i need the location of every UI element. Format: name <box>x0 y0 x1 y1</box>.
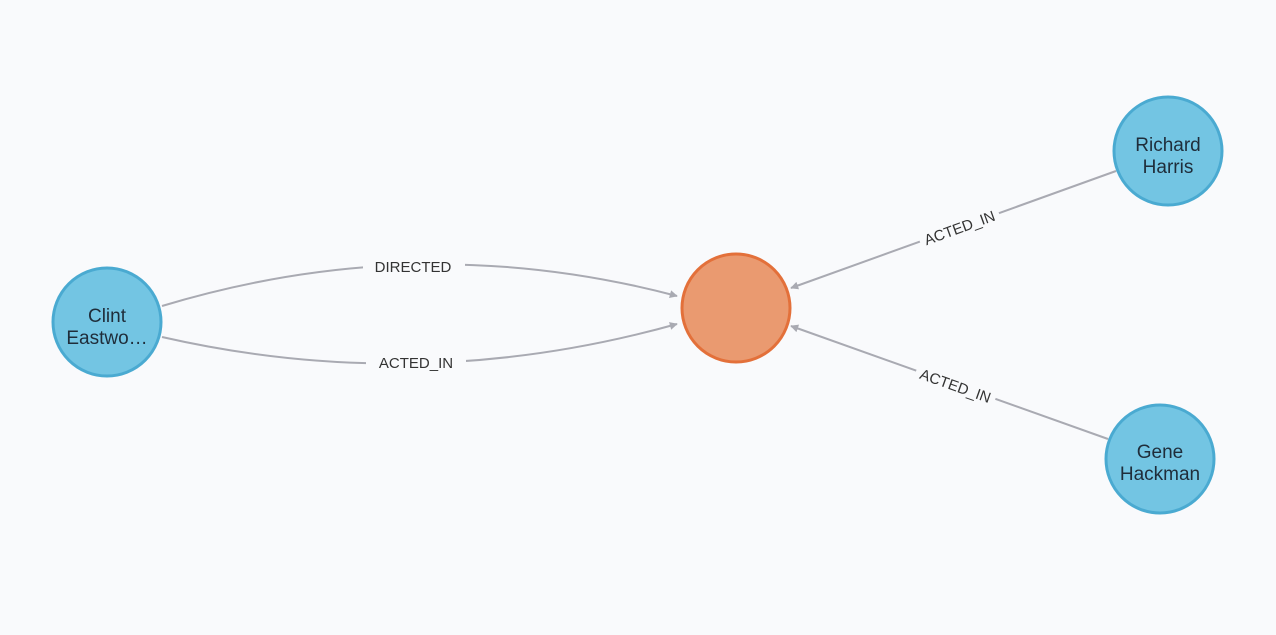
node-gene-hackman[interactable]: Gene Hackman <box>1104 403 1216 515</box>
person-node-circle[interactable] <box>51 266 163 378</box>
relationship-gene-acted[interactable]: ACTED_IN <box>790 324 1109 440</box>
movie-node-circle[interactable] <box>680 252 792 364</box>
person-node-circle[interactable] <box>1104 403 1216 515</box>
relationship-richard-acted[interactable]: ACTED_IN <box>790 170 1117 290</box>
node-movie[interactable] <box>680 252 792 364</box>
node-clint-eastwood[interactable]: Clint Eastwo… <box>51 266 163 378</box>
person-node-circle[interactable] <box>1112 95 1224 207</box>
relationship-label: DIRECTED <box>375 259 452 276</box>
node-richard-harris[interactable]: Richard Harris <box>1112 95 1224 207</box>
relationship-label: ACTED_IN <box>379 355 453 372</box>
relationship-clint-acted[interactable]: ACTED_IN <box>161 322 678 375</box>
relationship-clint-directed[interactable]: DIRECTED <box>161 256 678 307</box>
